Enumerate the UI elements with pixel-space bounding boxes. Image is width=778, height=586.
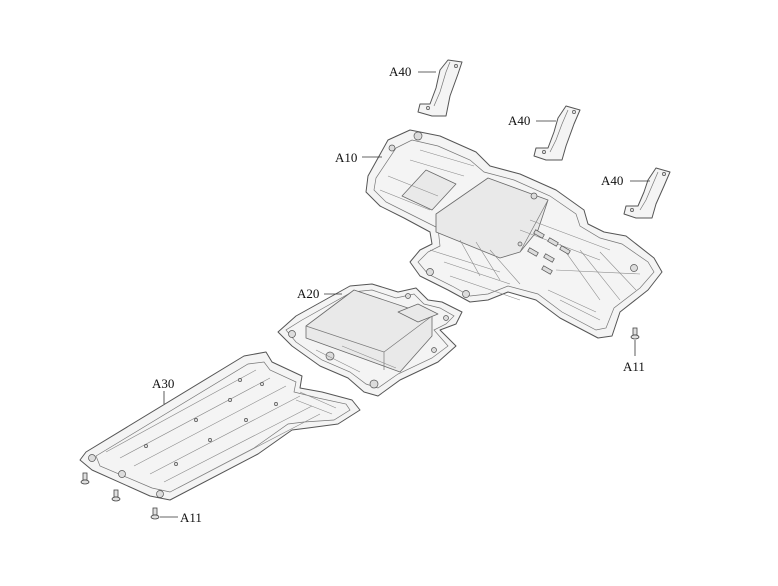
bracket-a40-middle [533,105,581,161]
bracket-a40-top [417,59,463,117]
bolt-a11-right [630,327,640,340]
callout-a30: A30 [152,376,174,391]
callout-a40-right: A40 [601,173,623,188]
callout-a11-right: A11 [623,359,645,374]
skid-plate-a20 [277,283,463,397]
callout-a20: A20 [297,286,319,301]
callout-a10: A10 [335,150,357,165]
callout-a40-middle: A40 [508,113,530,128]
skid-plate-a10 [365,129,663,339]
skid-plate-a30 [79,351,361,501]
callout-a11-bottom: A11 [180,510,202,525]
callout-a40-top: A40 [389,64,411,79]
bolt-a11-bottom [150,507,160,520]
bolt-a11-left-1 [80,472,90,485]
bracket-a40-right [623,167,671,219]
bolt-a11-left-2 [111,489,121,502]
